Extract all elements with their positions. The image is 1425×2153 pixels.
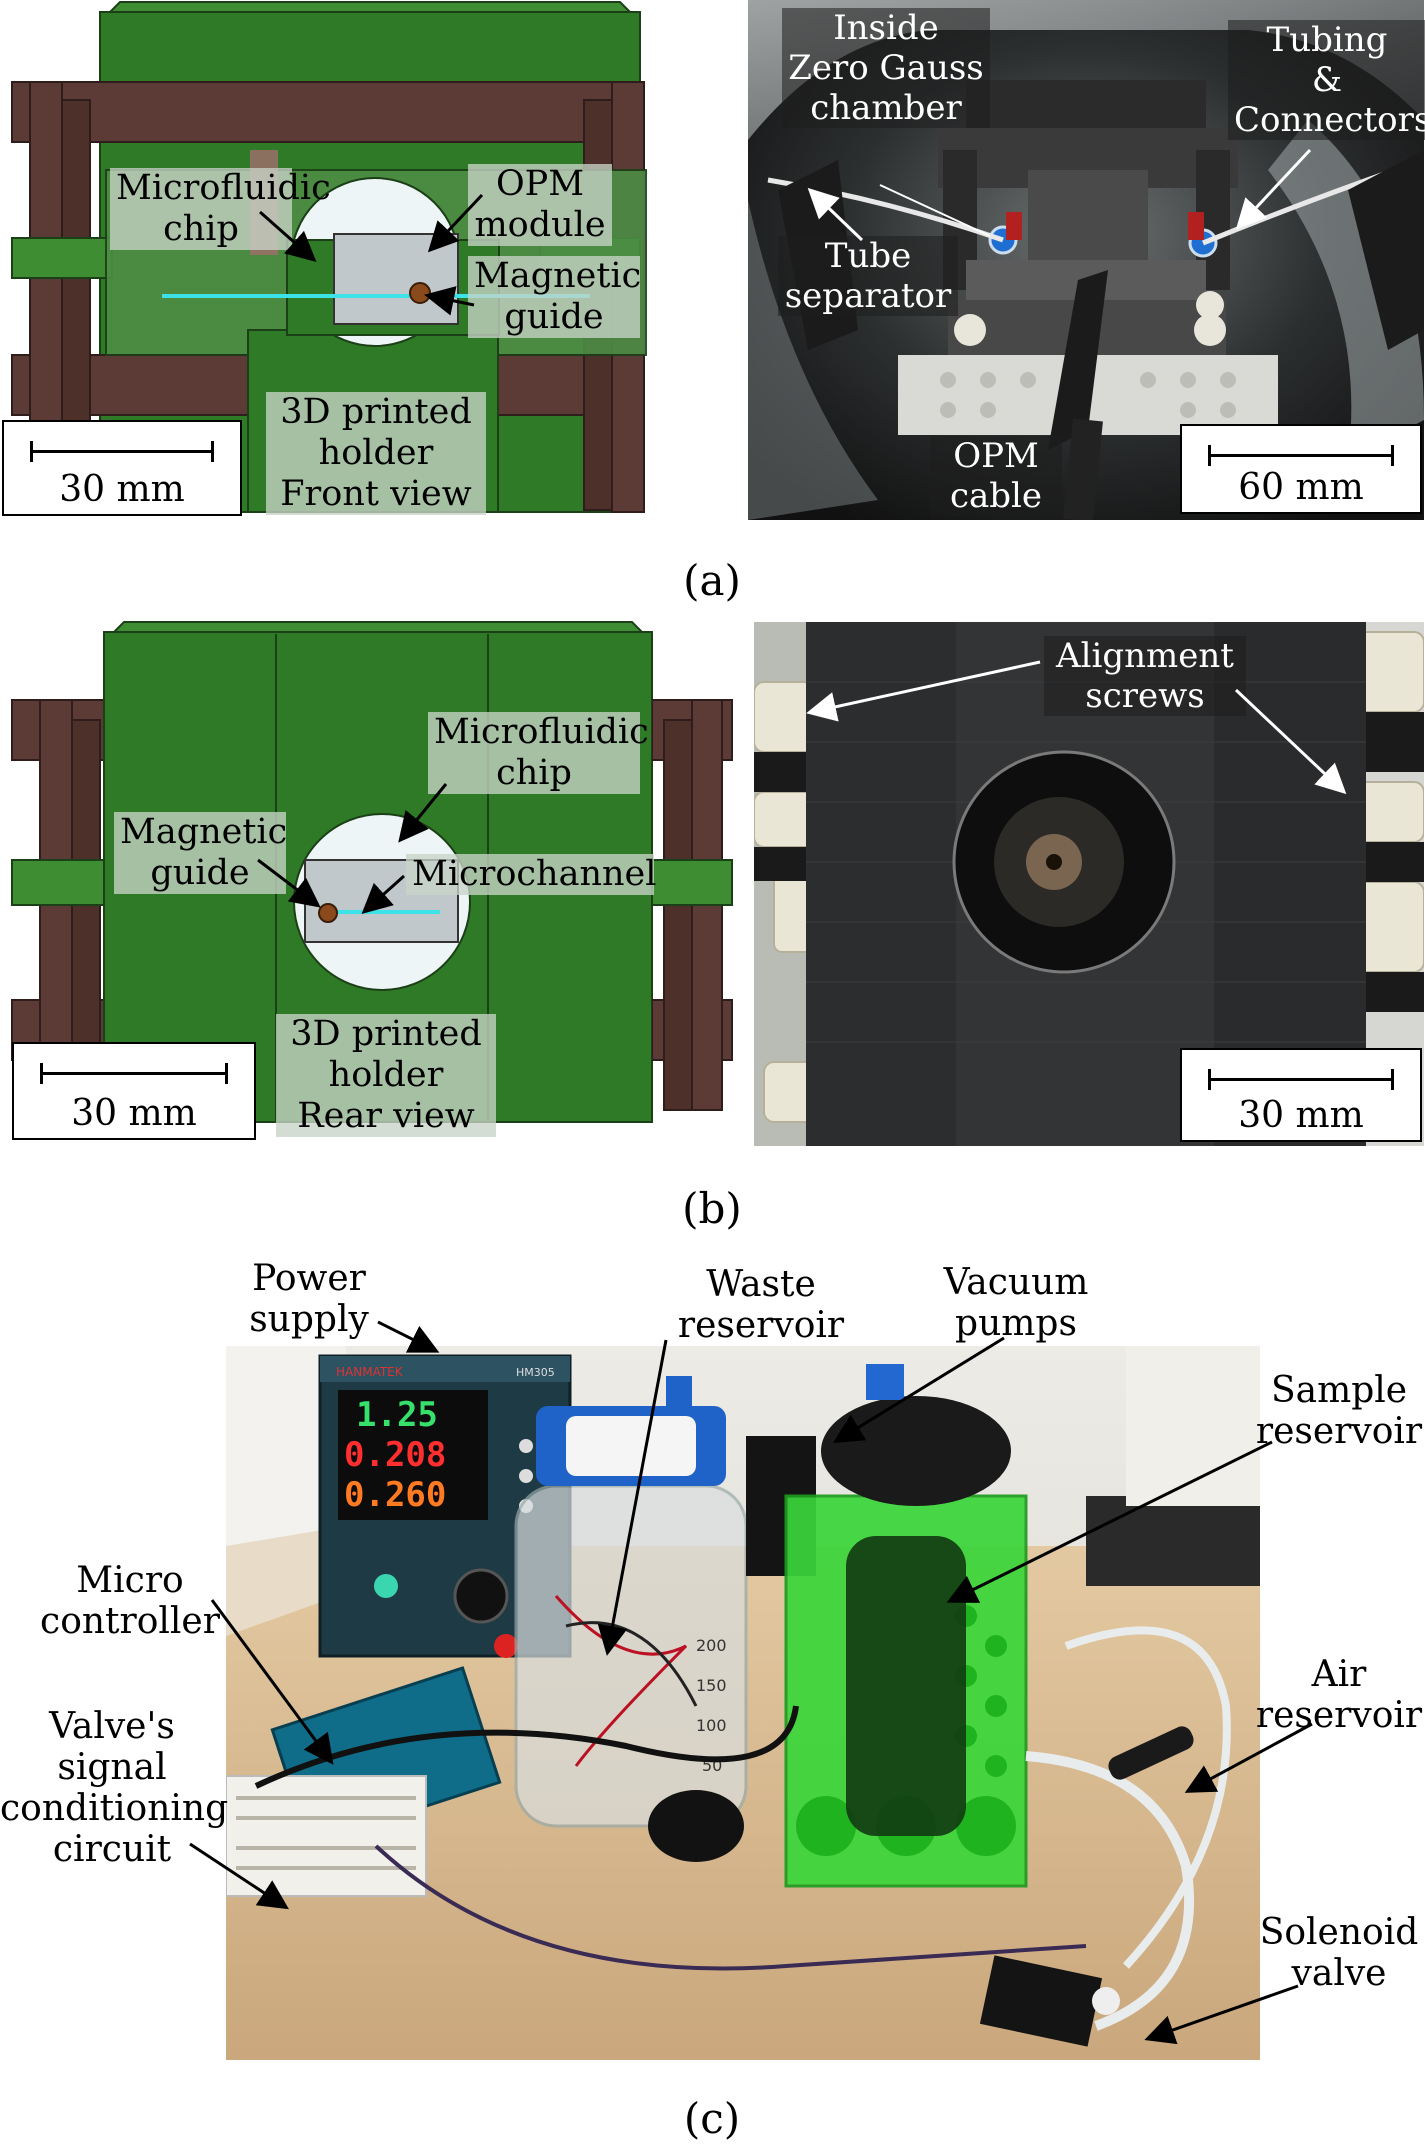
label-a-magnetic-guide: Magnetic guide (468, 256, 641, 338)
label-a-cable: OPM cable (930, 436, 1062, 516)
label-a-separator: Tube separator (778, 236, 958, 316)
label-c-sample-reservoir: Sample reservoir (1255, 1370, 1423, 1452)
label-b-magnetic-guide: Magnetic guide (114, 812, 287, 894)
label-a-tubing: Tubing & Connectors (1228, 20, 1425, 140)
label-c-waste-reservoir: Waste reservoir (677, 1264, 845, 1346)
psu-display-line1: 1.25 (356, 1395, 438, 1435)
svg-text:200: 200 (696, 1636, 727, 1655)
svg-text:100: 100 (696, 1716, 727, 1735)
label-a-opm-module: OPM module (468, 164, 612, 246)
label-b-alignment-screws: Alignment screws (1044, 636, 1246, 716)
psu-display-line2: 0.208 (344, 1435, 446, 1475)
caption-c: (c) (683, 2094, 741, 2143)
label-c-micro-controller: Micro controller (40, 1560, 220, 1642)
scale-bar-a-photo: 60 mm (1180, 424, 1422, 514)
psu-display-line3: 0.260 (344, 1475, 446, 1515)
label-b-microfluidic-chip: Microfluidic chip (428, 712, 649, 794)
label-c-power-supply: Power supply (249, 1258, 369, 1340)
scale-bar-b-drawing: 30 mm (12, 1042, 256, 1140)
label-a-chamber: Inside Zero Gauss chamber (782, 8, 990, 128)
label-b-holder: 3D printed holder Rear view (276, 1014, 496, 1137)
scale-bar-a-drawing: 30 mm (2, 420, 242, 516)
svg-text:150: 150 (696, 1676, 727, 1695)
label-c-air-reservoir: Air reservoir (1255, 1654, 1423, 1736)
panel-c-photo: HANMATEK HM305 1.25 0.208 0.260 200 150 … (226, 1346, 1260, 2060)
psu-model: HM305 (516, 1366, 555, 1379)
scale-bar-b-photo: 30 mm (1180, 1048, 1422, 1142)
label-c-valve-circuit: Valve's signal conditioning circuit (0, 1706, 229, 1870)
label-b-microchannel: Microchannel (406, 854, 656, 895)
caption-b: (b) (682, 1184, 742, 1233)
caption-a: (a) (683, 556, 741, 605)
label-c-vacuum-pumps: Vacuum pumps (943, 1262, 1089, 1344)
panel-b-drawing-right-frame (652, 620, 742, 1140)
label-c-solenoid-valve: Solenoid valve (1259, 1912, 1419, 1994)
label-a-holder: 3D printed holder Front view (266, 392, 486, 515)
label-a-microfluidic-chip: Microfluidic chip (110, 168, 331, 250)
psu-brand: HANMATEK (336, 1365, 404, 1379)
